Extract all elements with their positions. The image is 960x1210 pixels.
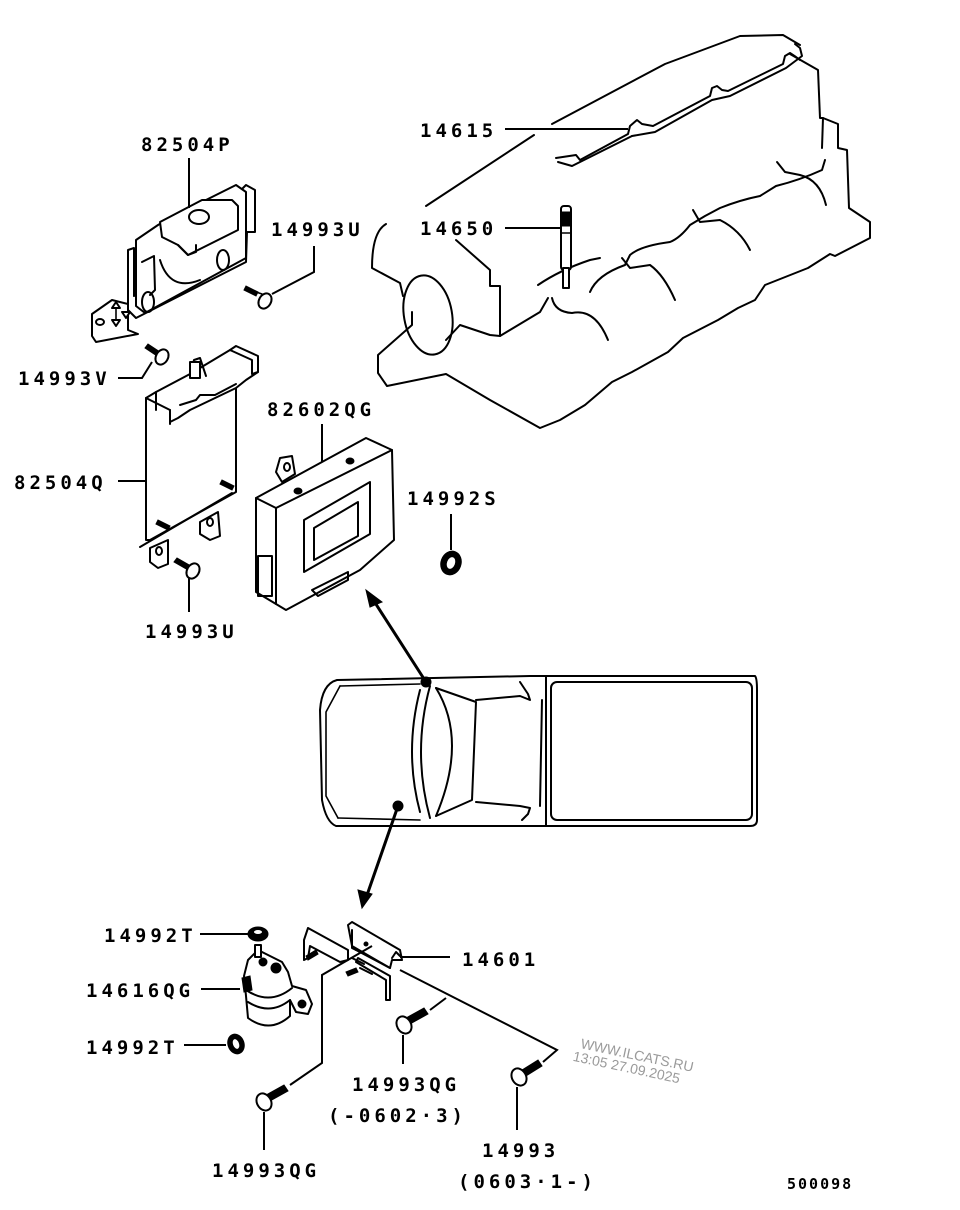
label-14992T-bottom: 14992T (86, 1037, 179, 1059)
engine-cylinder-head (371, 34, 871, 429)
label-14650: 14650 (420, 218, 497, 240)
nut-14992T-top (247, 926, 269, 942)
range-14993: (0603·1-) (458, 1171, 597, 1193)
label-14993U-top: 14993U (271, 219, 364, 241)
leader-14993V (118, 361, 153, 379)
leader-14993QG-mid (429, 997, 447, 1011)
screw-14993 (510, 1059, 543, 1087)
leader-14993QG-left (289, 945, 373, 1086)
arrow-to-relay-bracket (357, 800, 404, 910)
label-82504P: 82504P (141, 134, 234, 156)
bracket-82504P (91, 184, 256, 343)
watermark: WWW.ILCATS.RU 13:05 27.09.2025 (572, 1035, 695, 1086)
label-14993QG-left: 14993QG (212, 1160, 320, 1182)
leader-14993 (399, 969, 559, 1063)
range-14993QG-mid: (-0602·3) (328, 1105, 467, 1127)
label-14993V: 14993V (18, 368, 111, 390)
arrow-to-control-unit (365, 588, 432, 688)
label-14616QG: 14616QG (86, 980, 194, 1002)
label-14992S: 14992S (407, 488, 500, 510)
control-unit-82602QG (255, 437, 395, 611)
screw-14993V (144, 343, 170, 366)
label-14601: 14601 (462, 949, 539, 971)
nut-14992T-bottom (227, 1033, 245, 1055)
glow-plug-relay-14616QG (241, 944, 313, 1027)
screw-14993U-bottom (173, 557, 201, 580)
diagram-reference-number: 500098 (787, 1175, 853, 1193)
label-14992T-top: 14992T (104, 925, 197, 947)
label-14993: 14993 (482, 1140, 559, 1162)
pickup-truck-top-view (319, 675, 758, 827)
screw-14993QG-mid (395, 1007, 429, 1035)
label-82602QG: 82602QG (267, 399, 375, 421)
nut-14992S (440, 550, 462, 576)
label-14615: 14615 (420, 120, 497, 142)
screw-14993U-top (243, 285, 273, 310)
label-14993QG-mid: 14993QG (352, 1074, 460, 1096)
label-82504Q: 82504Q (14, 472, 107, 494)
label-14993U-bottom: 14993U (145, 621, 238, 643)
screw-14993QG-left (255, 1084, 289, 1112)
relay-bracket-14601 (303, 921, 403, 1001)
leader-14993U-top (271, 246, 315, 295)
bracket-82504Q (139, 345, 259, 569)
